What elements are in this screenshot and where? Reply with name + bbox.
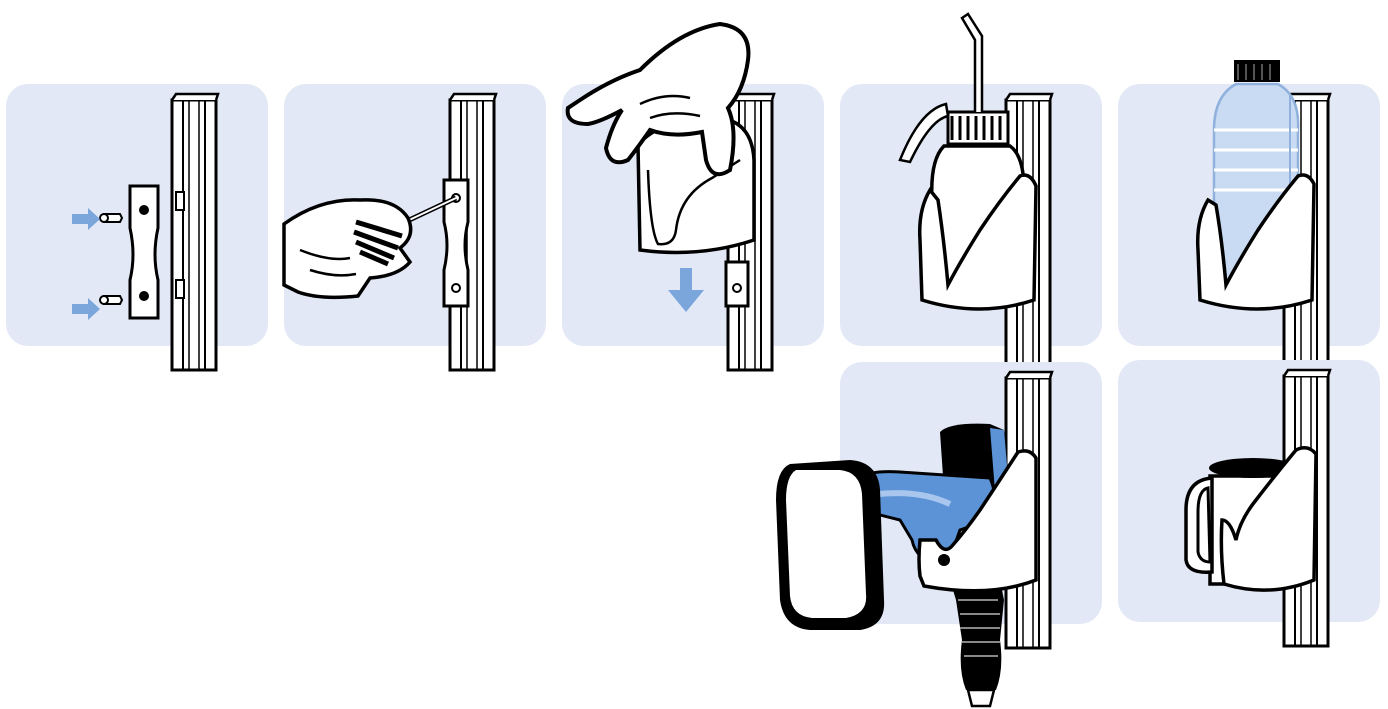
- panel-step-3: [562, 24, 824, 370]
- panel-step-1: [6, 84, 268, 370]
- profile-rail: [172, 94, 218, 370]
- holder-cup: [638, 118, 754, 252]
- screw-icon: [100, 214, 122, 222]
- panel-step-4: [840, 14, 1102, 370]
- panel-step-2: [284, 84, 546, 370]
- panel-step-6: [776, 362, 1102, 706]
- screw-icon: [100, 296, 122, 304]
- mounting-bracket: [726, 262, 748, 306]
- mounting-bracket: [130, 186, 158, 318]
- panel-step-7: [1118, 360, 1380, 646]
- panel-step-5: [1118, 60, 1380, 370]
